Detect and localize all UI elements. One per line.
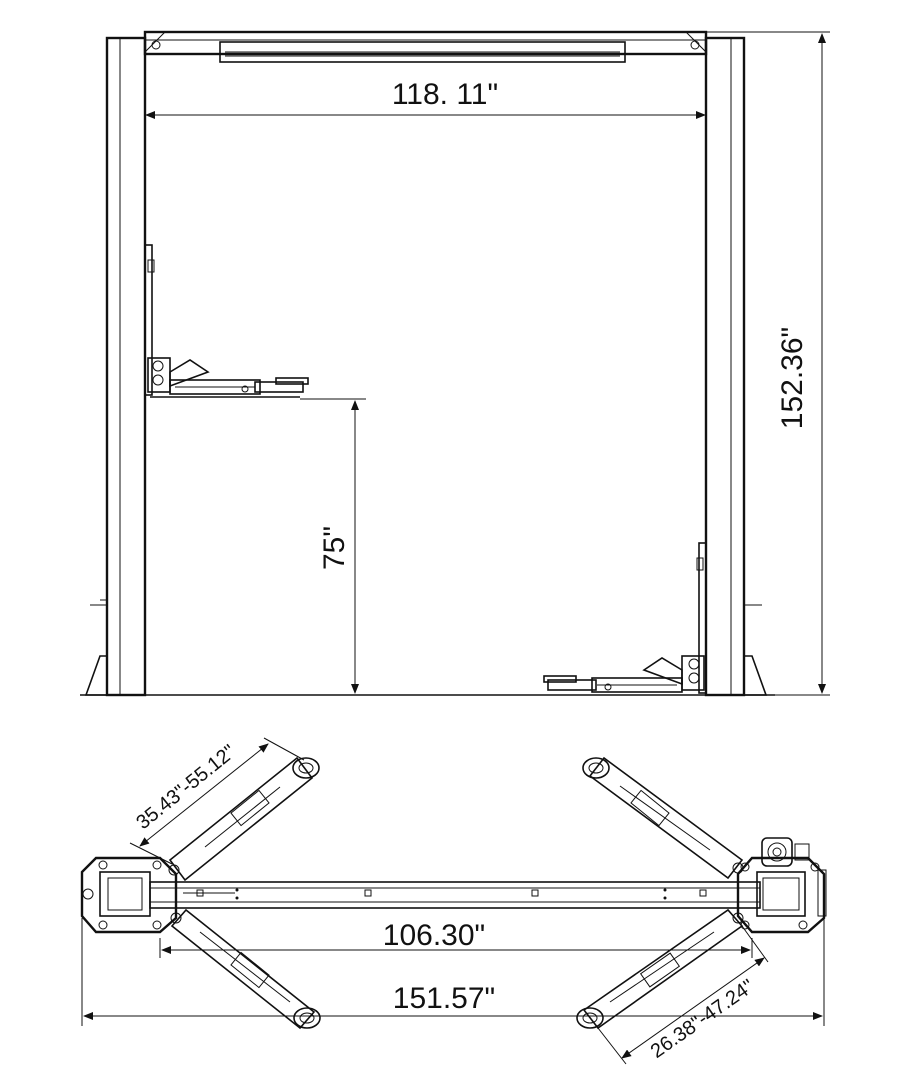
dim-rear-arm-range: 26.38"-47.24"	[597, 925, 769, 1065]
overall-width-label: 151.57"	[393, 982, 495, 1015]
dim-front-arm-range: 35.43"-55.12"	[129, 737, 305, 865]
dim-max-lift-height: 75"	[300, 398, 366, 694]
right-post-base	[736, 837, 827, 934]
dim-overall-width: 151.57"	[81, 918, 825, 1026]
rear-arm-range-label: 26.38"-47.24"	[647, 975, 759, 1062]
dim-overall-height: 152.36"	[706, 31, 830, 696]
dim-inner-width: 106.30"	[159, 919, 753, 958]
right-carriage-lowered	[543, 542, 707, 694]
arm-left-rear	[170, 908, 321, 1030]
front-arm-range-label: 35.43"-55.12"	[132, 741, 240, 834]
overall-height-label: 152.36"	[776, 327, 809, 429]
arm-right-front	[582, 756, 744, 880]
dim-width-between-columns: 118. 11"	[145, 78, 706, 119]
right-column	[704, 36, 768, 697]
center-beam	[149, 881, 761, 909]
left-post-base	[80, 856, 178, 934]
width-between-columns-label: 118. 11"	[392, 78, 498, 111]
top-view: 35.43"-55.12" 26.38"-47.24" 106.30" 151.…	[80, 737, 827, 1065]
max-lift-height-label: 75"	[318, 526, 351, 570]
left-column	[84, 36, 147, 697]
inner-width-label: 106.30"	[383, 919, 485, 952]
left-carriage-raised	[144, 244, 309, 398]
overhead-beam	[143, 30, 708, 63]
front-view: 118. 11" 152.36" 75"	[80, 30, 830, 697]
power-unit-motor	[761, 837, 827, 917]
